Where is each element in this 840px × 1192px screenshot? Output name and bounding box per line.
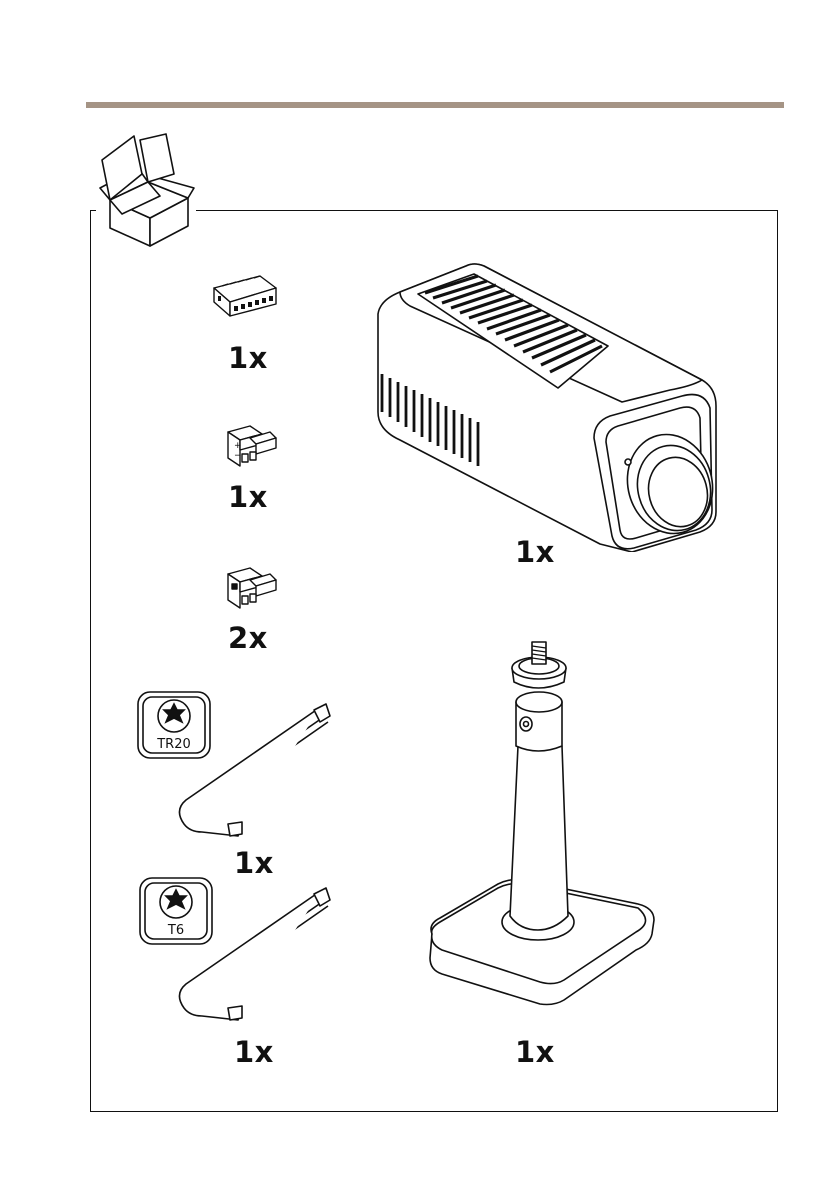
open-box-icon bbox=[96, 130, 196, 252]
svg-text:−: − bbox=[234, 451, 242, 461]
svg-text:+: + bbox=[234, 441, 242, 451]
qty-connector-2pin: 2x bbox=[228, 621, 268, 655]
header-rule bbox=[86, 102, 784, 108]
qty-camera: 1x bbox=[515, 535, 555, 569]
terminal-block-power: + − bbox=[222, 422, 280, 470]
tr20-l-key bbox=[172, 700, 332, 840]
camera-stand bbox=[426, 638, 658, 1008]
qty-key-t6: 1x bbox=[234, 1035, 274, 1069]
t6-l-key bbox=[172, 884, 332, 1024]
qty-connector-power: 1x bbox=[228, 480, 268, 514]
terminal-block-2pin bbox=[222, 562, 280, 612]
qty-key-tr20: 1x bbox=[234, 846, 274, 880]
box-camera bbox=[370, 262, 722, 552]
qty-connector-6pin: 1x bbox=[228, 341, 268, 375]
terminal-block-6pin bbox=[210, 270, 280, 320]
qty-stand: 1x bbox=[515, 1035, 555, 1069]
